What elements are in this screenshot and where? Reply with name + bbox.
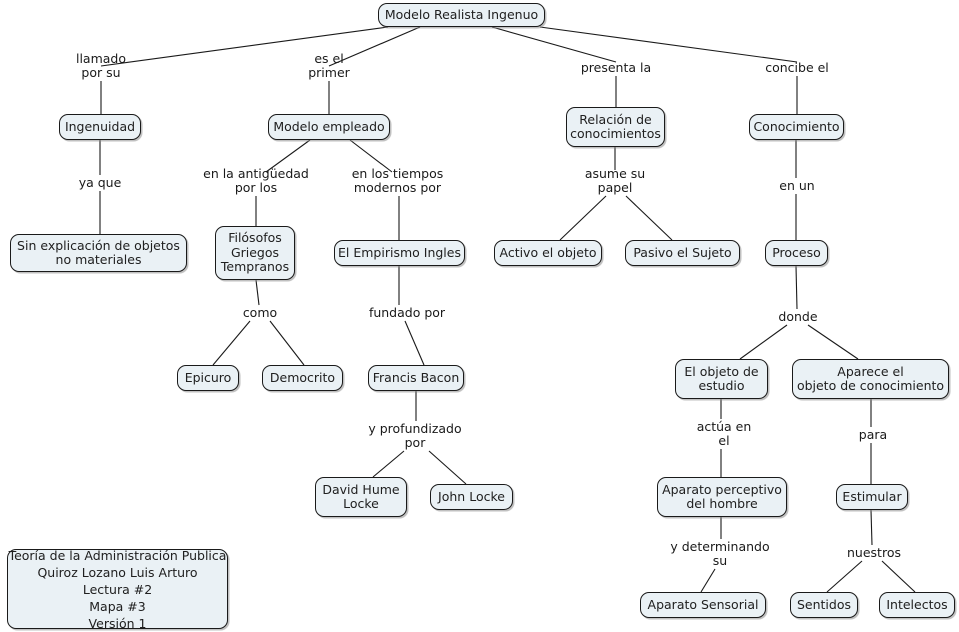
concept-node-activo[interactable]: Activo el objeto — [494, 240, 602, 266]
link-label-l_presenta[interactable]: presenta la — [580, 59, 652, 75]
edge-l_asume-to-activo — [559, 195, 607, 241]
concept-node-proceso[interactable]: Proceso — [765, 240, 828, 266]
link-label-l_modernos[interactable]: en los tiempos modernos por — [351, 165, 444, 195]
edge-proceso-to-l_donde — [795, 265, 798, 310]
concept-node-estimular[interactable]: Estimular — [836, 484, 908, 510]
edge-l_donde-to-aparece — [807, 324, 859, 360]
concept-node-aparece[interactable]: Aparece el objeto de conocimiento — [792, 359, 949, 399]
link-label-l_determinando[interactable]: y determinando su — [670, 538, 770, 568]
link-label-l_asume[interactable]: asume su papel — [584, 165, 646, 195]
concept-node-filosofos[interactable]: Filósofos Griegos Tempranos — [215, 226, 295, 280]
concept-node-hume[interactable]: David Hume Locke — [315, 477, 407, 517]
concept-node-objeto_est[interactable]: El objeto de estudio — [675, 359, 768, 399]
concept-node-pasivo[interactable]: Pasivo el Sujeto — [625, 240, 740, 266]
link-label-l_actua[interactable]: actúa en el — [696, 418, 752, 448]
edge-l_nuestros-to-intelectos — [881, 560, 916, 593]
link-label-l_enun[interactable]: en un — [779, 177, 815, 193]
edge-l_asume-to-pasivo — [625, 195, 673, 241]
concept-node-epicuro[interactable]: Epicuro — [177, 365, 239, 391]
edge-filosofos-to-l_como — [255, 279, 260, 306]
link-label-l_antiguedad[interactable]: en la antigüedad por los — [203, 165, 309, 195]
link-label-l_llamado[interactable]: llamado por su — [75, 50, 127, 80]
edge-l_determinando-to-aparato_sens — [700, 568, 716, 593]
concept-node-aparato_perc[interactable]: Aparato perceptivo del hombre — [657, 477, 787, 517]
edge-l_profundizado-to-hume — [372, 450, 405, 478]
edge-root-to-l_presenta — [491, 26, 617, 63]
link-label-l_nuestros[interactable]: nuestros — [847, 544, 901, 560]
concept-node-modelo_emp[interactable]: Modelo empleado — [268, 114, 390, 140]
concept-node-sin_expl[interactable]: Sin explicación de objetos no materiales — [10, 234, 187, 272]
concept-node-ingenuidad[interactable]: Ingenuidad — [59, 114, 141, 140]
link-label-l_concibe[interactable]: concibe el — [765, 59, 829, 75]
edge-estimular-to-l_nuestros — [870, 509, 873, 546]
link-label-l_como[interactable]: como — [242, 304, 278, 320]
concept-node-john_locke[interactable]: John Locke — [430, 484, 513, 510]
link-label-l_profundizado[interactable]: y profundizado por — [368, 420, 462, 450]
concept-node-intelectos[interactable]: Intelectos — [879, 592, 955, 618]
link-label-l_esprimer[interactable]: es el primer — [308, 50, 350, 80]
edge-l_como-to-democrito — [269, 320, 305, 366]
concept-node-root[interactable]: Modelo Realista Ingenuo — [378, 3, 545, 27]
edge-l_nuestros-to-sentidos — [826, 560, 863, 593]
concept-node-aparato_sens[interactable]: Aparato Sensorial — [640, 592, 766, 618]
link-label-l_yaque[interactable]: ya que — [78, 174, 122, 190]
concept-node-sentidos[interactable]: Sentidos — [790, 592, 858, 618]
concept-node-bacon[interactable]: Francis Bacon — [368, 365, 464, 391]
edge-l_donde-to-objeto_est — [739, 324, 788, 360]
concept-node-empirismo[interactable]: El Empirismo Ingles — [334, 240, 465, 266]
link-label-l_para[interactable]: para — [858, 426, 888, 442]
link-label-l_donde[interactable]: donde — [778, 308, 818, 324]
concept-node-relacion[interactable]: Relación de conocimientos — [566, 107, 665, 147]
link-label-l_fundado[interactable]: fundado por — [368, 304, 446, 320]
concept-node-conocimiento[interactable]: Conocimiento — [749, 114, 844, 140]
edge-l_profundizado-to-john_locke — [428, 450, 467, 485]
edge-l_fundado-to-bacon — [404, 320, 425, 366]
concept-node-democrito[interactable]: Democrito — [262, 365, 343, 391]
edge-l_como-to-epicuro — [212, 320, 251, 366]
legend-info-box: Teoría de la Administración Publica Quir… — [7, 547, 228, 631]
edge-root-to-l_concibe — [539, 26, 798, 63]
